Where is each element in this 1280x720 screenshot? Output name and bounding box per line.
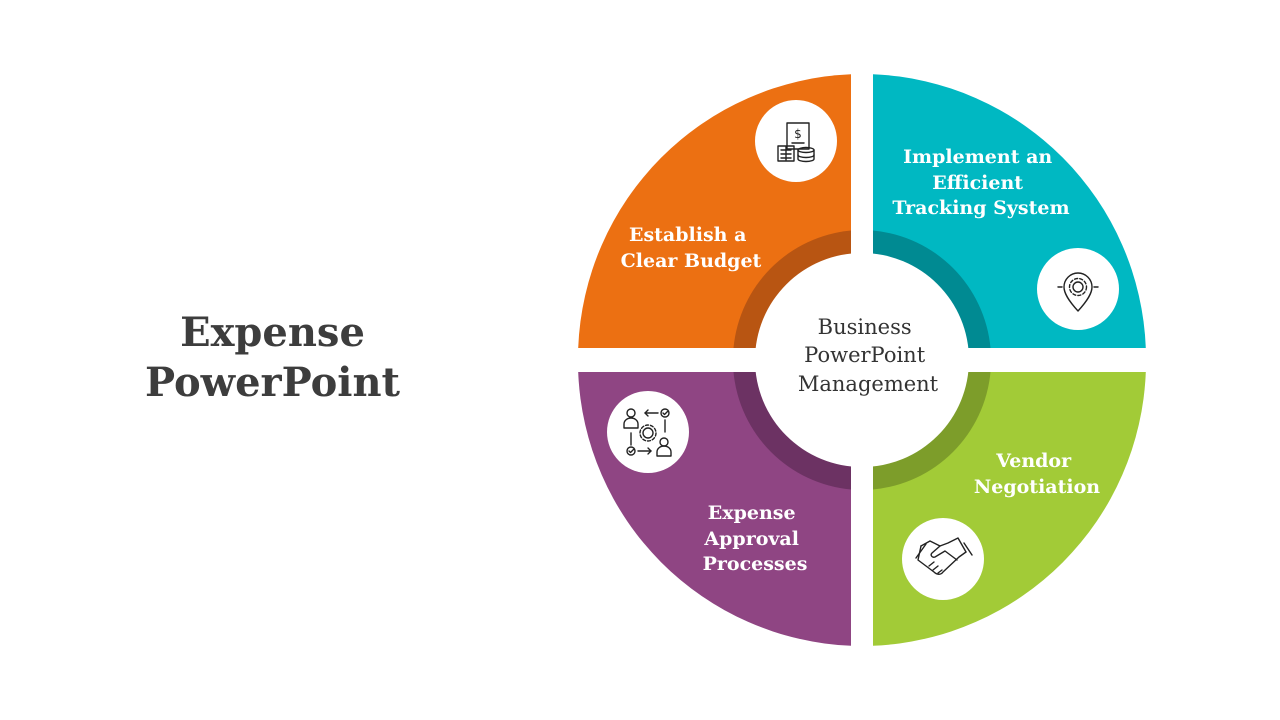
quadrant-bottom-left-line-2: Approval [703,528,799,550]
center-label: Business PowerPoint Management [798,315,939,396]
quadrant-bottom-right-line-2: Negotiation [974,476,1100,498]
quadrant-top-right-line-2: Efficient [932,172,1023,194]
center-line-2: PowerPoint [804,343,926,367]
quadrant-bottom-left-label: Expense Approval Processes [703,502,808,575]
quadrant-top-left-label: Establish a Clear Budget [621,224,762,272]
handshake-icon [902,518,984,600]
quadrant-top-right-line-3: Tracking System [892,197,1069,219]
location-gear-icon [1037,248,1119,330]
quadrant-top-right-line-1: Implement an [903,146,1052,168]
quadrant-bottom-right-line-1: Vendor [995,450,1072,472]
title-line-2: PowerPoint [144,359,401,406]
quadrant-top-left-line-2: Clear Budget [621,250,762,272]
quadrant-bottom-left-line-3: Processes [703,553,808,575]
title-line-1: Expense [180,309,365,356]
quadrant-top-left-line-1: Establish a [629,224,746,246]
center-line-3: Management [798,372,939,396]
budget-calculator-icon: $ [755,100,837,182]
center-circle [755,253,969,467]
approval-workflow-icon [607,391,689,473]
center-line-1: Business [818,315,912,339]
slide-title: Expense PowerPoint [120,308,425,408]
quadrant-bottom-left-line-1: Expense [708,502,796,524]
quadrant-top-right-label: Implement an Efficient Tracking System [892,146,1069,219]
quadrant-bottom-right-label: Vendor Negotiation [974,450,1100,498]
svg-text:$: $ [794,127,802,141]
